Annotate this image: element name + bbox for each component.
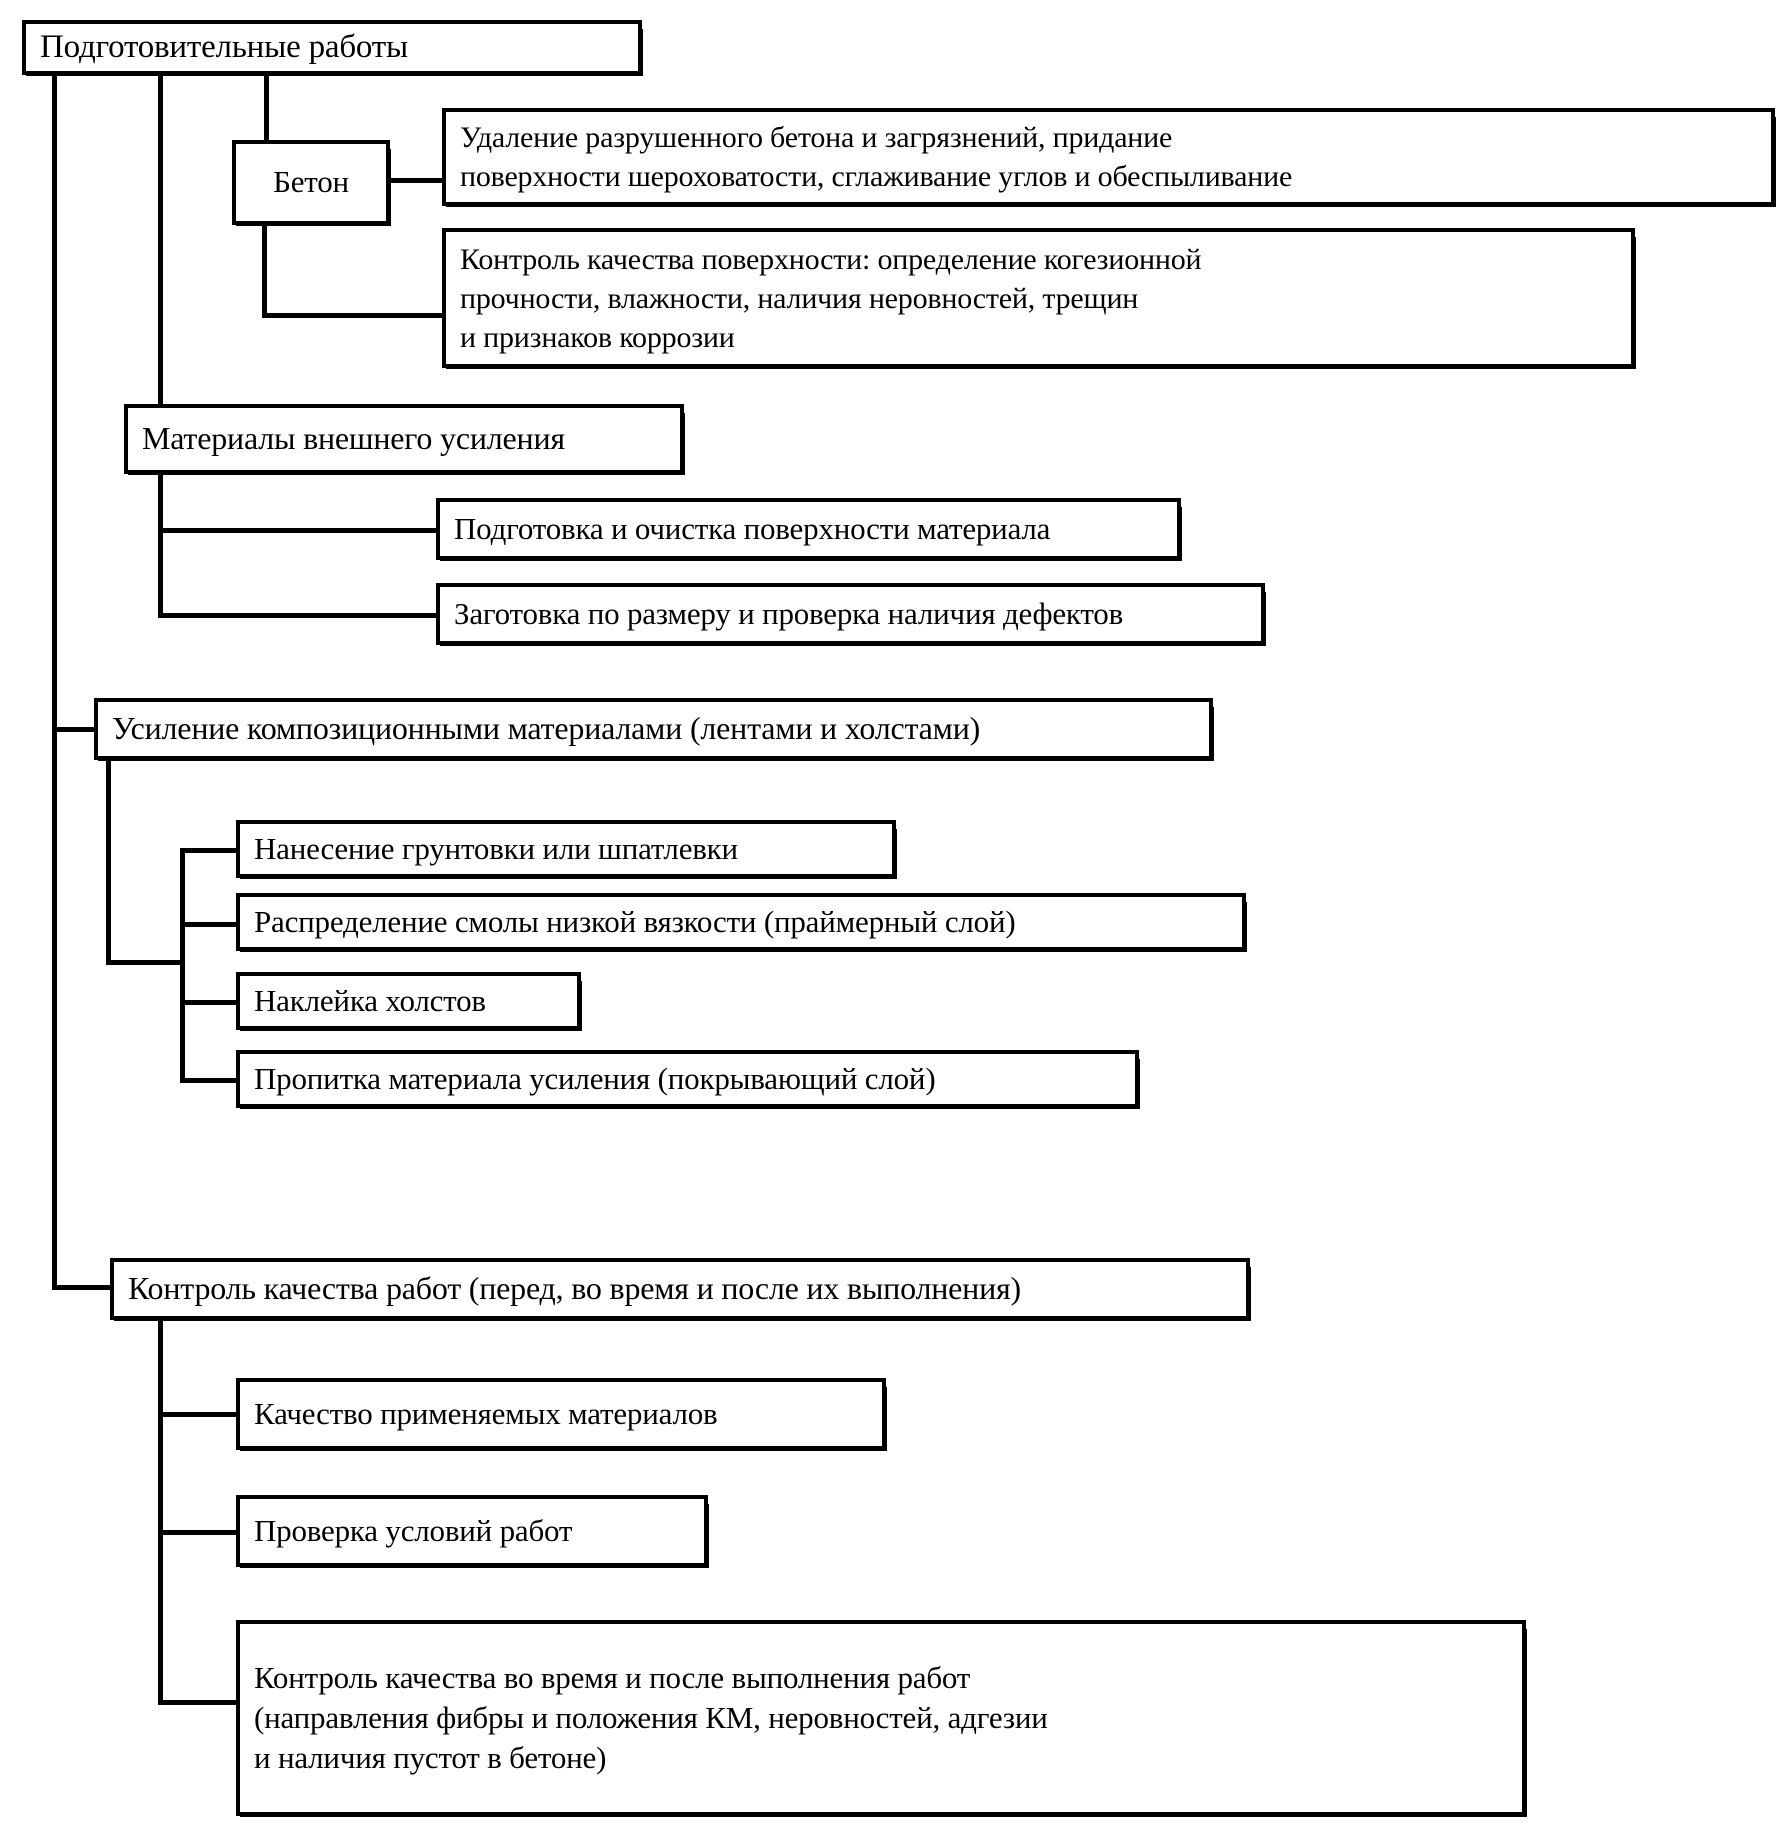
connector-strengthening-trunk-h bbox=[106, 960, 184, 965]
connector-root-to-quality bbox=[52, 1285, 112, 1290]
connector-quality-to-task3 bbox=[158, 1700, 240, 1705]
connector-strengthening-trunk bbox=[106, 755, 111, 965]
node-strengthening-label: Усиление композиционными материалами (ле… bbox=[112, 710, 981, 747]
node-concrete-task-2-label: Контроль качества поверхности: определен… bbox=[460, 242, 1202, 354]
node-quality-task-2-label: Проверка условий работ bbox=[254, 1512, 573, 1548]
node-concrete-task-1-label: Удаление разрушенного бетона и загрязнен… bbox=[460, 121, 1293, 193]
node-strengthening-task-1-label: Нанесение грунтовки или шпатлевки bbox=[254, 830, 738, 866]
connector-strengthening-to-task4 bbox=[180, 1078, 238, 1083]
node-strengthening-task-4-label: Пропитка материала усиления (покрывающий… bbox=[254, 1060, 936, 1096]
node-quality-task-1-label: Качество применяемых материалов bbox=[254, 1395, 718, 1431]
connector-root-to-strengthening bbox=[52, 727, 94, 732]
connector-materials-to-task1 bbox=[158, 528, 438, 533]
node-quality-task-2[interactable]: Проверка условий работ bbox=[236, 1495, 709, 1568]
connector-strengthening-to-task2 bbox=[180, 922, 238, 927]
connector-root-to-materials-v bbox=[158, 72, 163, 409]
connector-strengthening-to-task3 bbox=[180, 1000, 238, 1005]
connector-quality-trunk bbox=[158, 1318, 163, 1705]
node-materials-task-1-label: Подготовка и очистка поверхности материа… bbox=[454, 510, 1051, 546]
node-concrete-task-1[interactable]: Удаление разрушенного бетона и загрязнен… bbox=[442, 108, 1776, 207]
node-quality-label: Контроль качества работ (перед, во время… bbox=[128, 1270, 1021, 1307]
node-strengthening-task-3-label: Наклейка холстов bbox=[254, 982, 486, 1018]
node-materials-label: Материалы внешнего усиления bbox=[142, 420, 565, 457]
node-materials-task-2-label: Заготовка по размеру и проверка наличия … bbox=[454, 595, 1124, 631]
node-root-label: Подготовительные работы bbox=[40, 29, 408, 66]
connector-materials-trunk bbox=[158, 404, 163, 618]
node-materials-task-1[interactable]: Подготовка и очистка поверхности материа… bbox=[436, 498, 1182, 561]
node-strengthening-task-2[interactable]: Распределение смолы низкой вязкости (пра… bbox=[236, 893, 1247, 952]
node-quality[interactable]: Контроль качества работ (перед, во время… bbox=[110, 1258, 1251, 1321]
connector-concrete-to-task2-v bbox=[262, 221, 267, 318]
node-materials-task-2[interactable]: Заготовка по размеру и проверка наличия … bbox=[436, 583, 1266, 646]
node-strengthening-task-1[interactable]: Нанесение грунтовки или шпатлевки bbox=[236, 820, 897, 879]
node-strengthening-task-4[interactable]: Пропитка материала усиления (покрывающий… bbox=[236, 1050, 1140, 1109]
node-quality-task-3[interactable]: Контроль качества во время и после выпол… bbox=[236, 1620, 1527, 1817]
node-root[interactable]: Подготовительные работы bbox=[22, 20, 643, 76]
node-strengthening-task-2-label: Распределение смолы низкой вязкости (пра… bbox=[254, 903, 1016, 939]
connector-quality-to-task1 bbox=[158, 1412, 240, 1417]
connector-strengthening-sub-trunk2 bbox=[180, 960, 185, 1082]
node-strengthening[interactable]: Усиление композиционными материалами (ле… bbox=[94, 698, 1214, 761]
connector-strengthening-to-task1 bbox=[180, 848, 238, 853]
connector-root-to-concrete bbox=[264, 72, 269, 144]
connector-concrete-to-task1 bbox=[386, 178, 446, 183]
connector-root-trunk bbox=[52, 72, 57, 1290]
connector-quality-to-task2 bbox=[158, 1530, 240, 1535]
node-quality-task-3-label: Контроль качества во время и после выпол… bbox=[254, 1659, 1048, 1776]
connector-concrete-to-task2-h bbox=[262, 313, 448, 318]
node-concrete-task-2[interactable]: Контроль качества поверхности: определен… bbox=[442, 228, 1636, 369]
node-concrete[interactable]: Бетон bbox=[232, 140, 391, 226]
connector-strengthening-sub-trunk bbox=[180, 848, 185, 965]
node-concrete-label: Бетон bbox=[273, 164, 349, 200]
node-quality-task-1[interactable]: Качество применяемых материалов bbox=[236, 1378, 887, 1451]
node-strengthening-task-3[interactable]: Наклейка холстов bbox=[236, 972, 582, 1031]
connector-materials-to-task2 bbox=[158, 613, 438, 618]
node-materials[interactable]: Материалы внешнего усиления bbox=[124, 404, 685, 475]
